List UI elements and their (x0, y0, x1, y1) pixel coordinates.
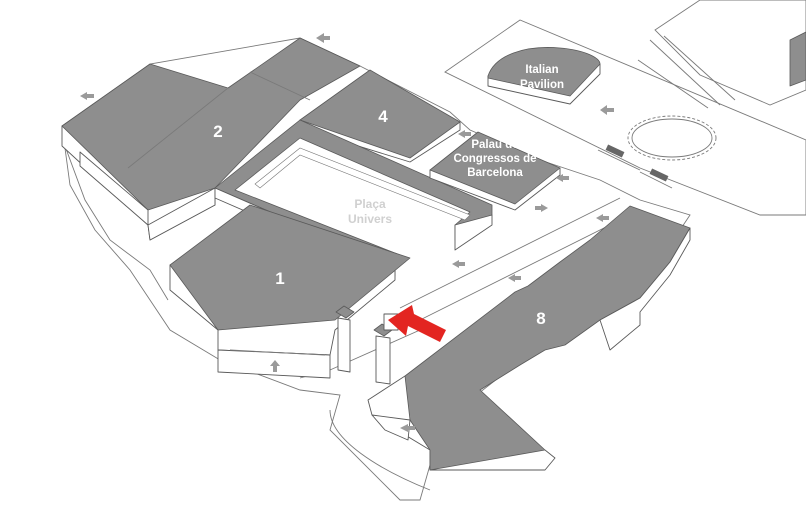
walkway-arrow-icon (596, 214, 609, 222)
italian-pavilion: Italian Pavilion (487, 47, 601, 105)
palau-label-line2: Congressos de (453, 153, 536, 165)
walkway-arrow-icon (556, 174, 569, 182)
walkway-arrow-icon (458, 130, 471, 138)
hall-2: 2 (61, 37, 361, 241)
entrance-pointer (388, 305, 446, 342)
walkway-arrow-icon (600, 105, 614, 115)
walkway-arrow-icon (452, 260, 465, 268)
walkway-arrow-icon (80, 92, 94, 100)
walkway-arrow-icon (535, 204, 548, 212)
italian-pavilion-label-line2: Pavilion (520, 79, 564, 91)
courtyard-colonnade (254, 147, 471, 221)
placa-label-line2: Univers (348, 212, 392, 226)
palau-de-congressos: Palau de Congressos de Barcelona (429, 131, 561, 211)
walkway-arrows (80, 33, 614, 432)
hall-8: 8 (367, 205, 691, 471)
italian-pavilion-label-line1: Italian (525, 64, 558, 76)
walkway-arrow-icon (508, 274, 521, 282)
walkway-arrow-icon (316, 33, 330, 43)
palau-label-line3: Barcelona (467, 167, 523, 179)
placa-label-line1: Plaça (354, 197, 386, 211)
hall-2-label: 2 (213, 122, 222, 141)
hall-1-label: 1 (275, 269, 284, 288)
walkway-arrow-icon (270, 360, 280, 372)
hall-4-label: 4 (378, 107, 388, 126)
palau-label-line1: Palau de (471, 139, 518, 151)
walkway-arrow-icon (400, 424, 415, 432)
hall-8-label: 8 (536, 309, 545, 328)
hall-4: 4 (299, 69, 461, 163)
entrance-pointer-arrow-icon (388, 305, 446, 342)
